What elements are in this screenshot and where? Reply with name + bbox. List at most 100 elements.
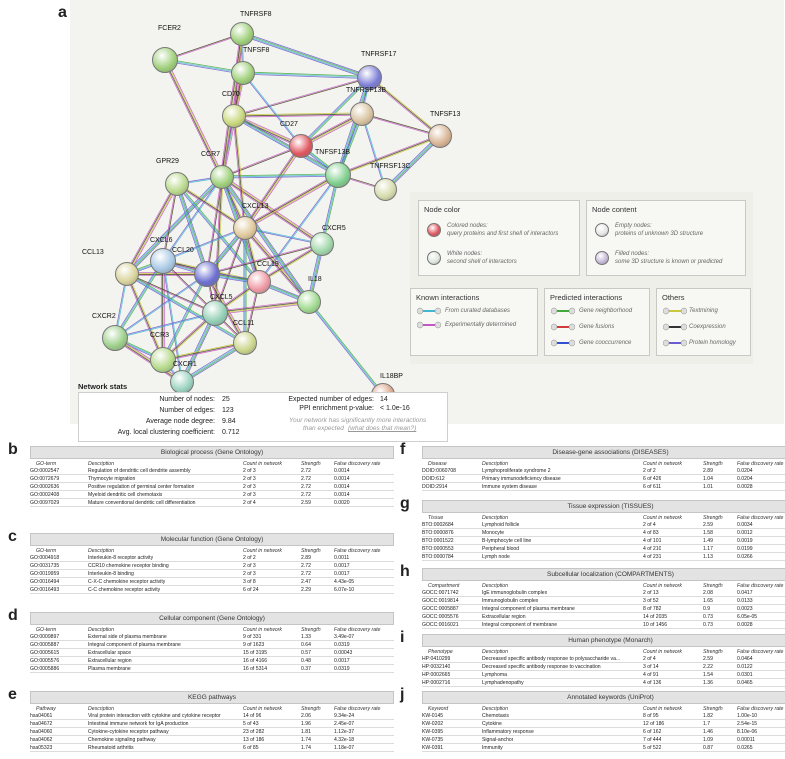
node-cd70[interactable] bbox=[222, 104, 246, 128]
legend-known: Known interactions From curated database… bbox=[410, 288, 538, 356]
node-cxcl6[interactable] bbox=[150, 248, 176, 274]
node-ccl19[interactable] bbox=[247, 270, 271, 294]
node-gpr29[interactable] bbox=[165, 172, 189, 196]
table-cell: 0.0199 bbox=[737, 546, 753, 552]
node-ccl13[interactable] bbox=[115, 262, 139, 286]
edge-cd70-tnfrsf13b bbox=[233, 112, 363, 118]
node-tnfsf13b[interactable] bbox=[325, 162, 351, 188]
node-il18[interactable] bbox=[297, 290, 321, 314]
node-tnfrsf13c[interactable] bbox=[374, 178, 397, 201]
table-cell: C-X-C chemokine receptor activity bbox=[88, 579, 166, 585]
node-ccl20[interactable] bbox=[194, 261, 220, 287]
table-cell: 0.0319 bbox=[334, 642, 350, 648]
edge-cd27-ccr7 bbox=[221, 145, 302, 178]
table-cell: 2 of 2 bbox=[643, 468, 656, 474]
column-header: GO-term bbox=[36, 461, 57, 467]
node-tnfrsf13b[interactable] bbox=[350, 102, 374, 126]
node-cxcr5[interactable] bbox=[310, 232, 334, 256]
legend-known-title: Known interactions bbox=[416, 293, 480, 302]
node-ccl11[interactable] bbox=[233, 331, 257, 355]
edge-tnfsf13b-cxcl13 bbox=[243, 173, 340, 230]
node-tnfrsf8[interactable] bbox=[230, 22, 254, 46]
stats-value: 0.712 bbox=[222, 429, 240, 436]
node-cd27[interactable] bbox=[289, 134, 313, 158]
node-tnfsf8[interactable] bbox=[231, 61, 255, 85]
table-cell: Primary immunodeficiency disease bbox=[482, 476, 561, 482]
table-cell: 1.17 bbox=[703, 546, 713, 552]
table-cell: 2.06 bbox=[301, 713, 311, 719]
node-label-ccr3: CCR3 bbox=[150, 332, 170, 339]
edge-cxcl6-ccr3 bbox=[160, 261, 166, 360]
stats-note-link[interactable]: (what does that mean?) bbox=[348, 425, 417, 432]
table-cell: 2.45e-07 bbox=[334, 721, 355, 727]
table-cell: 1.58 bbox=[703, 530, 713, 536]
node-tnfrsf17[interactable] bbox=[357, 65, 382, 90]
table-cell: 6.05e-05 bbox=[737, 614, 758, 620]
edge-ccl13-ccl20 bbox=[127, 271, 207, 277]
node-ccr7[interactable] bbox=[210, 165, 234, 189]
node-ccr3[interactable] bbox=[150, 347, 176, 373]
table-cell: 0.0122 bbox=[737, 664, 753, 670]
node-cxcl5[interactable] bbox=[202, 300, 228, 326]
legend-filled-node-icon bbox=[595, 251, 609, 265]
node-cxcr2[interactable] bbox=[102, 325, 128, 351]
legend-node-content-title: Node content bbox=[592, 205, 637, 214]
table-cell: HP:0410299 bbox=[422, 656, 451, 662]
table-cell: Chemotaxis bbox=[482, 713, 509, 719]
column-header: Disease bbox=[428, 461, 447, 467]
node-cxcr1[interactable] bbox=[170, 370, 194, 394]
stats-value: 9.84 bbox=[222, 418, 236, 425]
edge-tnfsf13-tnfsf13b bbox=[337, 134, 441, 177]
node-tnfsf13[interactable] bbox=[428, 124, 452, 148]
table-cell: 0.0028 bbox=[737, 622, 753, 628]
table-cell: 3 of 14 bbox=[643, 664, 659, 670]
table-cell: 0.0319 bbox=[334, 666, 350, 672]
node-fcer2[interactable] bbox=[152, 47, 178, 73]
column-header: Description bbox=[88, 548, 114, 554]
node-cxcl13[interactable] bbox=[233, 216, 257, 240]
